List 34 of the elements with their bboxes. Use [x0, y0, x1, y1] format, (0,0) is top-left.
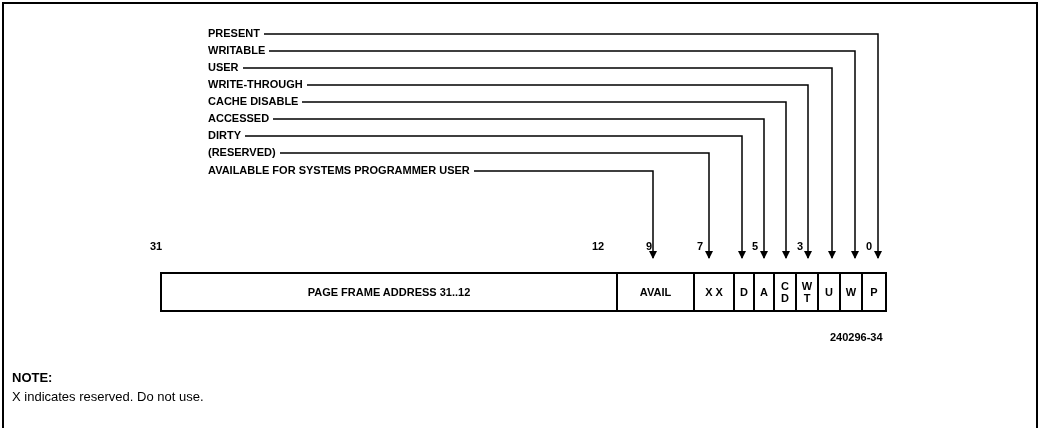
field-label: DIRTY [208, 129, 241, 142]
bit-field: W [839, 272, 863, 312]
bit-field: P [861, 272, 887, 312]
bit-field: AVAIL [616, 272, 695, 312]
field-label: AVAILABLE FOR SYSTEMS PROGRAMMER USER [208, 164, 470, 177]
field-label: CACHE DISABLE [208, 95, 299, 108]
field-label: PRESENT [208, 27, 260, 40]
bit-field: PAGE FRAME ADDRESS 31..12 [160, 272, 618, 312]
arrow [244, 135, 746, 259]
field-label: WRITE-THROUGH [208, 78, 303, 91]
bit-field: A [753, 272, 775, 312]
arrow [279, 152, 713, 259]
bit-number: 31 [150, 239, 163, 253]
arrow [272, 118, 768, 259]
bit-number: 7 [697, 239, 704, 253]
arrow [473, 170, 657, 259]
bit-number: 12 [592, 239, 605, 253]
bit-number: 3 [797, 239, 804, 253]
bit-number: 5 [752, 239, 759, 253]
field-label: WRITABLE [208, 44, 266, 57]
bit-field: C D [773, 272, 797, 312]
bit-number: 9 [646, 239, 653, 253]
arrow [242, 67, 836, 259]
bit-number: 0 [866, 239, 873, 253]
note-text: X indicates reserved. Do not use. [12, 390, 204, 404]
bit-field: D [733, 272, 755, 312]
field-label: ACCESSED [208, 112, 270, 125]
bit-field: X X [693, 272, 735, 312]
figure-number: 240296-34 [830, 330, 883, 344]
field-label: (RESERVED) [208, 146, 276, 159]
note-heading: NOTE: [12, 371, 53, 385]
bit-field: U [817, 272, 841, 312]
field-label: USER [208, 61, 239, 74]
bit-field: W T [795, 272, 819, 312]
